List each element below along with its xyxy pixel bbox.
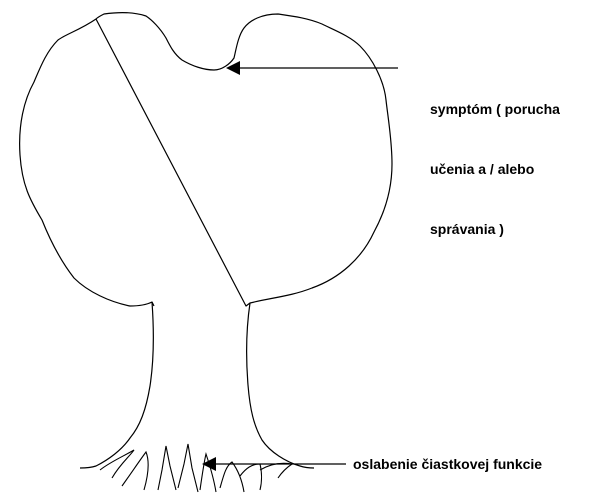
tree-crown-outline [20, 13, 392, 306]
root-8 [260, 463, 292, 478]
root-1 [100, 450, 134, 478]
tree-roots [100, 444, 292, 492]
symptom-label-line-3: správania ) [430, 219, 560, 239]
trunk-right-outline [247, 303, 314, 468]
symptom-label-line-2: učenia a / alebo [430, 159, 560, 179]
root-4 [178, 444, 198, 492]
root-3 [158, 446, 176, 490]
trunk-left-outline [80, 302, 153, 468]
root-6 [220, 462, 244, 492]
arrowhead-symptom [226, 61, 240, 75]
arrowhead-weakened-function [202, 457, 216, 471]
weakened-function-label: oslabenie čiastkovej funkcie [353, 455, 542, 473]
symptom-label-line-1: symptóm ( porucha [430, 99, 560, 119]
arrow-weakened-function [202, 457, 346, 471]
symptom-label: symptóm ( porucha učenia a / alebo správ… [430, 59, 560, 259]
root-2 [122, 452, 148, 490]
arrow-symptom [226, 61, 398, 75]
